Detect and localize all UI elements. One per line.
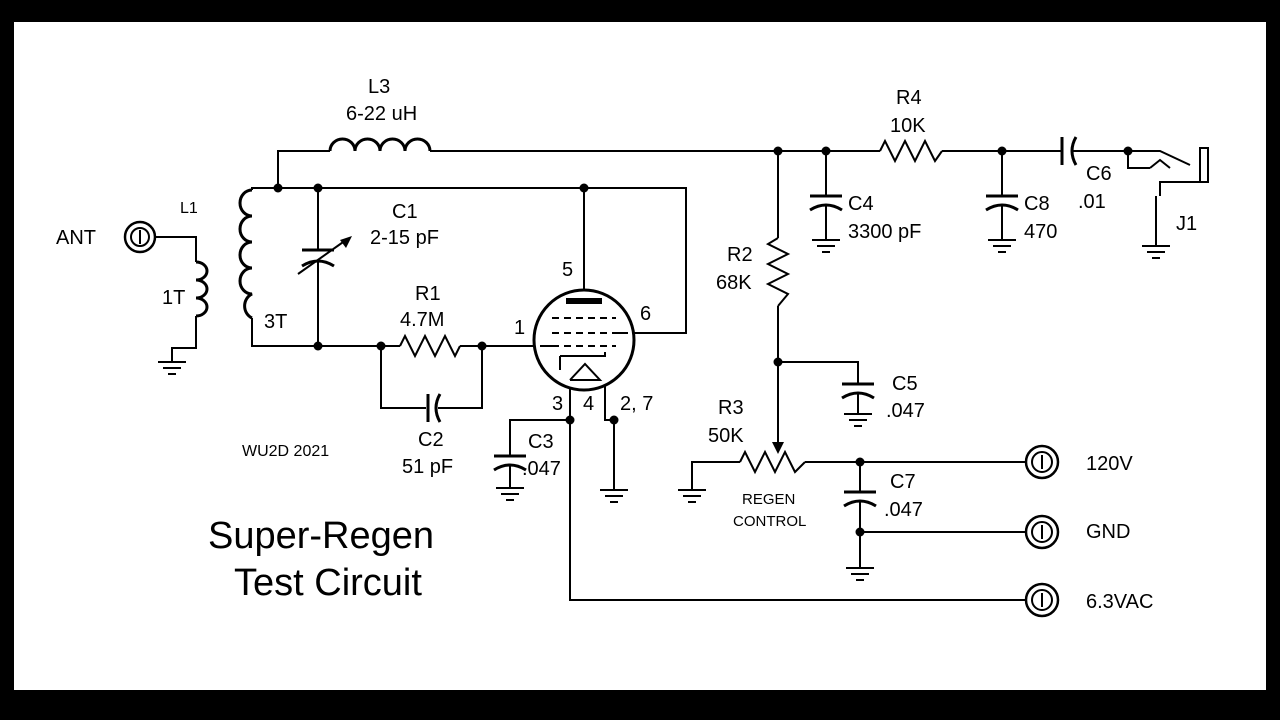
- c5-value: .047: [886, 400, 925, 422]
- inductor-l3-symbol: [328, 137, 432, 152]
- r1-value: 4.7M: [400, 309, 444, 331]
- tube-pin-3: 3: [552, 393, 563, 415]
- j1-ref: J1: [1176, 213, 1197, 235]
- resistor-r4-symbol: [879, 138, 943, 164]
- capacitor-c6-symbol: [1060, 136, 1078, 166]
- r3-ref: R3: [718, 397, 744, 419]
- tube-pin-1: 1: [514, 317, 525, 339]
- c7-ref: C7: [890, 471, 916, 493]
- c3-value: .047: [522, 458, 561, 480]
- c3-ref: C3: [528, 431, 554, 453]
- title-line2: Test Circuit: [234, 562, 422, 604]
- capacitor-c2-symbol: [426, 393, 442, 423]
- r1-ref: R1: [415, 283, 441, 305]
- c4-value: 3300 pF: [848, 221, 921, 243]
- resistor-r3-symbol: [739, 430, 806, 475]
- capacitor-c5-symbol: [841, 382, 875, 400]
- c1-ref: C1: [392, 201, 418, 223]
- l2-turns: 3T: [264, 311, 287, 333]
- title-line1: Super-Regen: [208, 515, 434, 557]
- l1-ref: L1: [180, 200, 198, 217]
- c2-value: 51 pF: [402, 456, 453, 478]
- r3-note-line2: CONTROL: [733, 513, 806, 530]
- c1-value: 2-15 pF: [370, 227, 439, 249]
- c4-ref: C4: [848, 193, 874, 215]
- terminal-120v: [1024, 444, 1060, 480]
- credit-text: WU2D 2021: [242, 443, 329, 460]
- labels: ANT L1 1T 3T L3 6-22 uH C1 2-15 pF R1 4.…: [56, 76, 1197, 613]
- capacitor-c8-symbol: [985, 194, 1019, 212]
- terminal-120v-label: 120V: [1086, 453, 1133, 475]
- l3-ref: L3: [368, 76, 390, 98]
- tube-pin-6: 6: [640, 303, 651, 325]
- vacuum-tube-symbol: [532, 288, 636, 392]
- terminal-6-3vac: [1024, 582, 1060, 618]
- r3-note-line1: REGEN: [742, 491, 795, 508]
- r2-ref: R2: [727, 244, 753, 266]
- resistor-r2-symbol: [765, 237, 791, 307]
- inductor-l2-symbol: [238, 187, 278, 320]
- jack-j1-symbol: [1149, 147, 1209, 183]
- ground-symbols: [158, 239, 1170, 581]
- terminal-gnd: [1024, 514, 1060, 550]
- capacitor-c1-symbol: [297, 236, 352, 275]
- terminal-6-3vac-label: 6.3VAC: [1086, 591, 1153, 613]
- terminal-ant: [123, 220, 157, 254]
- c8-value: 470: [1024, 221, 1057, 243]
- tube-pin-2-7: 2, 7: [620, 393, 653, 415]
- r4-value: 10K: [890, 115, 926, 137]
- capacitor-c3-symbol: [493, 454, 527, 472]
- ant-label: ANT: [56, 227, 96, 249]
- l1-turns: 1T: [162, 287, 185, 309]
- tube-pin-5: 5: [562, 259, 573, 281]
- junction-dots: [273, 146, 1133, 537]
- r2-value: 68K: [716, 272, 752, 294]
- c6-ref: C6: [1086, 163, 1112, 185]
- inductor-l1-symbol: [195, 260, 209, 318]
- tube-pin-4: 4: [583, 393, 594, 415]
- capacitor-c4-symbol: [809, 194, 843, 212]
- r4-ref: R4: [896, 87, 922, 109]
- c6-value: .01: [1078, 191, 1106, 213]
- c8-ref: C8: [1024, 193, 1050, 215]
- c2-ref: C2: [418, 429, 444, 451]
- terminal-gnd-label: GND: [1086, 521, 1130, 543]
- r3-value: 50K: [708, 425, 744, 447]
- c5-ref: C5: [892, 373, 918, 395]
- schematic-diagram: ANT L1 1T 3T L3 6-22 uH C1 2-15 pF R1 4.…: [56, 76, 1209, 618]
- c7-value: .047: [884, 499, 923, 521]
- capacitor-c7-symbol: [843, 490, 877, 508]
- schematic-sheet: ANT L1 1T 3T L3 6-22 uH C1 2-15 pF R1 4.…: [14, 22, 1266, 690]
- resistor-r1-symbol: [399, 333, 461, 359]
- l3-value: 6-22 uH: [346, 103, 417, 125]
